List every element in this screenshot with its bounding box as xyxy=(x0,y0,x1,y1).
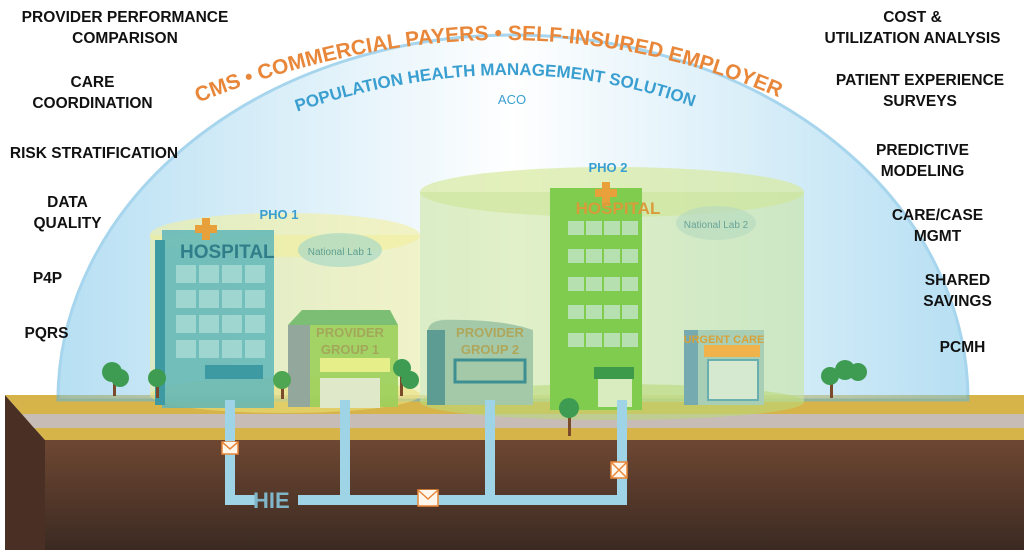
ground-side xyxy=(5,395,45,550)
urgent-care-label: URGENT CARE xyxy=(684,334,765,346)
left-label-p4p: P4P xyxy=(32,270,63,287)
hie-label: HIE xyxy=(253,488,290,513)
pho2-label: PHO 2 xyxy=(588,160,627,175)
national-lab-2: National Lab 2 xyxy=(684,220,749,231)
provider-group-2 xyxy=(427,319,533,405)
aco-label: ACO xyxy=(498,92,526,107)
provider-group-2-label-line1: PROVIDER xyxy=(456,325,525,340)
left-label-pqrs: PQRS xyxy=(24,325,69,342)
trees xyxy=(102,359,867,436)
hospital-2-label: HOSPITAL xyxy=(576,199,661,218)
national-lab-1: National Lab 1 xyxy=(308,247,373,258)
message-envelope-icons xyxy=(221,441,628,507)
right-label-pcmh: PCMH xyxy=(939,339,986,356)
right-label-cost-utilization: COST &UTILIZATION ANALYSIS xyxy=(824,9,1001,47)
provider-group-2-label-line2: GROUP 2 xyxy=(461,342,519,357)
provider-group-1-label-line1: PROVIDER xyxy=(316,325,385,340)
pho1-label: PHO 1 xyxy=(259,207,298,222)
provider-group-1-label-line2: GROUP 1 xyxy=(321,342,379,357)
hie-pipes xyxy=(225,400,627,505)
left-label-risk-stratification: RISK STRATIFICATION xyxy=(9,145,179,162)
hospital-1-label: HOSPITAL xyxy=(180,242,275,263)
sidewalk xyxy=(22,414,1024,428)
